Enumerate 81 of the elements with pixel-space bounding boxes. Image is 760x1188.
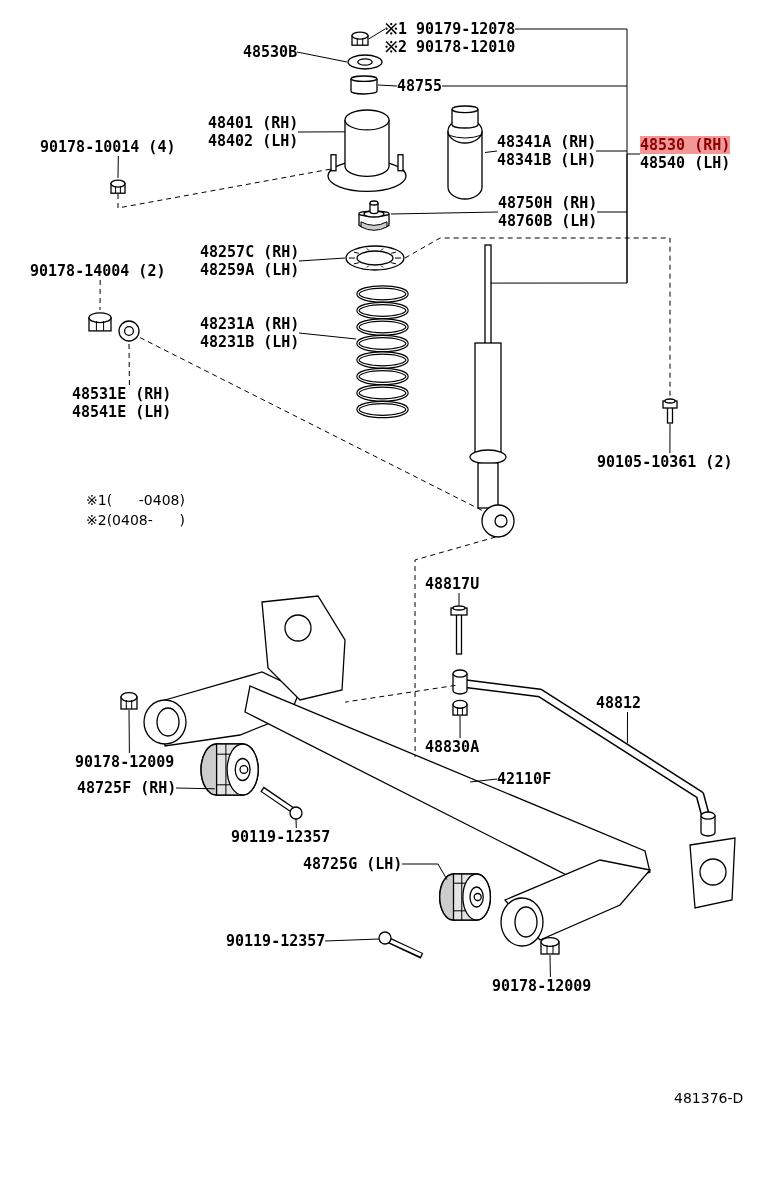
- washer-drawing: [347, 54, 383, 70]
- part-number: 90119-12357: [231, 828, 331, 846]
- leader-line: [368, 28, 386, 40]
- leader-line: [295, 818, 297, 829]
- leader-line: [175, 787, 216, 790]
- leader-line: [401, 863, 448, 880]
- leader-line: [296, 51, 348, 63]
- part-number: 90178-12009: [492, 977, 592, 995]
- leader-line: [377, 84, 398, 87]
- dust-boot-drawing: [445, 105, 485, 200]
- bushing-drawing: [437, 872, 492, 922]
- part-number: 48341A (RH): [497, 133, 597, 151]
- leader-line: [298, 332, 357, 340]
- part-number: 48817U: [425, 575, 480, 593]
- spring-seat-drawing: [345, 245, 405, 271]
- part-number: 48341B (LH): [497, 151, 597, 169]
- leader-line: [297, 131, 346, 133]
- leader-line: [669, 423, 671, 454]
- part-number: 90178-10014 (4): [40, 138, 176, 156]
- part-number: 48725F (RH): [77, 779, 177, 797]
- part-number: ※1 90179-12078: [385, 20, 516, 38]
- assembly-line: [139, 337, 483, 511]
- nut-drawing: [120, 690, 138, 710]
- part-number: 48401 (RH): [208, 114, 299, 132]
- part-number: 90178-14004 (2): [30, 262, 166, 280]
- bolt-drawing: [258, 785, 303, 820]
- part-number: 48760B (LH): [498, 212, 598, 230]
- leader-line: [324, 938, 380, 942]
- part-number: 48830A: [425, 738, 480, 756]
- part-number: 42110F: [497, 770, 552, 788]
- assembly-line: [117, 168, 331, 209]
- nut-drawing: [452, 698, 468, 716]
- part-number: 48530 (RH): [640, 136, 731, 154]
- assembly-line: [128, 341, 130, 386]
- nut-drawing: [88, 310, 112, 332]
- leader-line: [626, 711, 628, 744]
- part-number: 48812: [596, 694, 642, 712]
- bolt-drawing: [662, 398, 678, 424]
- leader-line: [117, 155, 119, 179]
- part-number: 48231A (RH): [200, 315, 300, 333]
- leader-line: [128, 709, 130, 754]
- nut-drawing: [351, 30, 369, 46]
- note-text: ※2(0408- ): [86, 512, 185, 528]
- coil-spring-drawing: [355, 285, 410, 420]
- part-number: 48531E (RH): [72, 385, 172, 403]
- washer-drawing: [118, 320, 140, 342]
- part-number: 90178-12009: [75, 753, 175, 771]
- part-number: 48750H (RH): [498, 194, 598, 212]
- part-number: 90105-10361 (2): [597, 453, 733, 471]
- part-number: 48402 (LH): [208, 132, 299, 150]
- assembly-line: [99, 279, 101, 311]
- part-number: ※2 90178-12010: [385, 38, 516, 56]
- part-number: 48541E (LH): [72, 403, 172, 421]
- leader-line: [459, 715, 461, 739]
- part-number: 48530B: [243, 43, 298, 61]
- leader-line: [490, 153, 641, 284]
- diagram-code: 481376-D: [674, 1090, 744, 1106]
- insulator-drawing: [357, 200, 391, 228]
- part-number: 90119-12357: [226, 932, 326, 950]
- assembly-line: [414, 536, 497, 758]
- bolt-drawing: [378, 930, 426, 960]
- part-number: 48755: [397, 77, 443, 95]
- leader-line: [390, 211, 499, 215]
- leader-line: [469, 778, 498, 783]
- leader-line: [549, 954, 551, 978]
- leader-line: [458, 592, 460, 606]
- bushing-drawing: [198, 742, 260, 797]
- assembly-line: [344, 684, 456, 703]
- part-number: 48725G (LH): [303, 855, 403, 873]
- assembly-line: [404, 237, 671, 399]
- note-text: ※1( -0408): [86, 492, 185, 508]
- strut-mount-drawing: [327, 108, 407, 193]
- part-number: 48540 (LH): [640, 154, 731, 172]
- leader-line: [298, 257, 346, 262]
- part-number: 48259A (LH): [200, 261, 300, 279]
- bump-stop-drawing: [350, 75, 378, 95]
- part-number: 48257C (RH): [200, 243, 300, 261]
- leader-line: [484, 150, 498, 153]
- part-number: 48231B (LH): [200, 333, 300, 351]
- nut-drawing: [110, 178, 126, 194]
- nut-drawing: [540, 935, 560, 955]
